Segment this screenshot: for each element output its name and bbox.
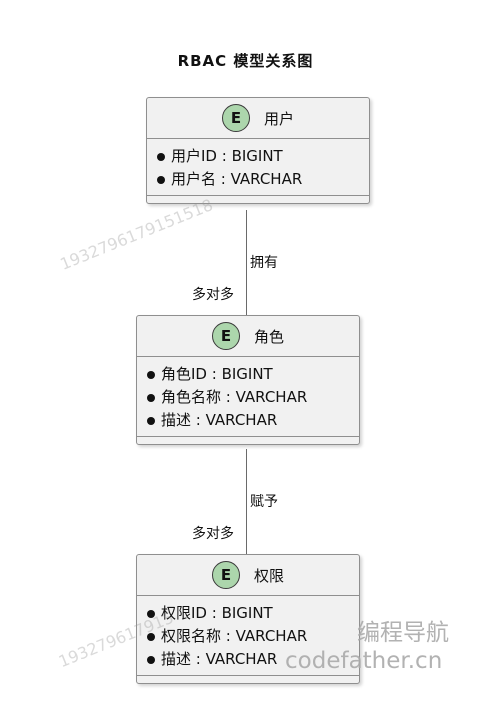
relation-line-role-permission [246, 449, 247, 555]
relation-label-grant: 赋予 [250, 494, 278, 510]
attribute-text: 描述 : VARCHAR [161, 650, 278, 668]
entity-role-name: 角色 [253, 327, 284, 346]
entity-footer [147, 196, 369, 203]
attribute-row: 描述 : VARCHAR [147, 648, 359, 671]
attribute-text: 角色名称 : VARCHAR [161, 388, 308, 406]
entity-footer [137, 437, 359, 444]
attribute-text: 角色ID : BIGINT [161, 365, 273, 383]
entity-badge-icon: E [211, 561, 240, 589]
entity-role-attributes: 角色ID : BIGINT 角色名称 : VARCHAR 描述 : VARCHA… [137, 357, 359, 437]
attribute-text: 用户名 : VARCHAR [171, 170, 303, 188]
bullet-icon [147, 370, 155, 379]
entity-user-name: 用户 [263, 109, 294, 128]
attribute-text: 权限ID : BIGINT [161, 604, 273, 622]
bullet-icon [147, 655, 155, 664]
entity-permission-attributes: 权限ID : BIGINT 权限名称 : VARCHAR 描述 : VARCHA… [137, 596, 359, 676]
watermark-brand-url: codefather.cn [285, 648, 443, 674]
relation-multiplicity-2: 多对多 [192, 526, 234, 542]
entity-user-header: E 用户 [147, 98, 369, 139]
attribute-text: 权限名称 : VARCHAR [161, 627, 308, 645]
attribute-text: 用户ID : BIGINT [171, 147, 283, 165]
bullet-icon [157, 152, 165, 161]
attribute-row: 用户ID : BIGINT [157, 145, 369, 168]
attribute-row: 角色名称 : VARCHAR [147, 386, 359, 409]
relation-line-user-role [246, 210, 247, 316]
diagram-title: RBAC 模型关系图 [177, 52, 314, 70]
bullet-icon [147, 393, 155, 402]
bullet-icon [147, 632, 155, 641]
entity-badge-icon: E [211, 322, 240, 350]
entity-permission-name: 权限 [253, 566, 284, 585]
bullet-icon [147, 609, 155, 618]
attribute-text: 描述 : VARCHAR [161, 411, 278, 429]
watermark-brand-cn: 编程导航 [357, 620, 449, 646]
entity-badge-icon: E [221, 104, 250, 132]
relation-label-own: 拥有 [250, 255, 278, 271]
relation-multiplicity-1: 多对多 [192, 287, 234, 303]
attribute-row: 权限名称 : VARCHAR [147, 625, 359, 648]
attribute-row: 权限ID : BIGINT [147, 602, 359, 625]
entity-permission: E 权限 权限ID : BIGINT 权限名称 : VARCHAR 描述 : V… [136, 554, 360, 684]
entity-user: E 用户 用户ID : BIGINT 用户名 : VARCHAR [146, 97, 370, 204]
bullet-icon [147, 416, 155, 425]
entity-role: E 角色 角色ID : BIGINT 角色名称 : VARCHAR 描述 : V… [136, 315, 360, 445]
watermark-number: 1932796179151518 [57, 195, 216, 274]
attribute-row: 描述 : VARCHAR [147, 409, 359, 432]
entity-permission-header: E 权限 [137, 555, 359, 596]
entity-user-attributes: 用户ID : BIGINT 用户名 : VARCHAR [147, 139, 369, 196]
entity-footer [137, 676, 359, 683]
entity-role-header: E 角色 [137, 316, 359, 357]
attribute-row: 用户名 : VARCHAR [157, 168, 369, 191]
attribute-row: 角色ID : BIGINT [147, 363, 359, 386]
bullet-icon [157, 175, 165, 184]
